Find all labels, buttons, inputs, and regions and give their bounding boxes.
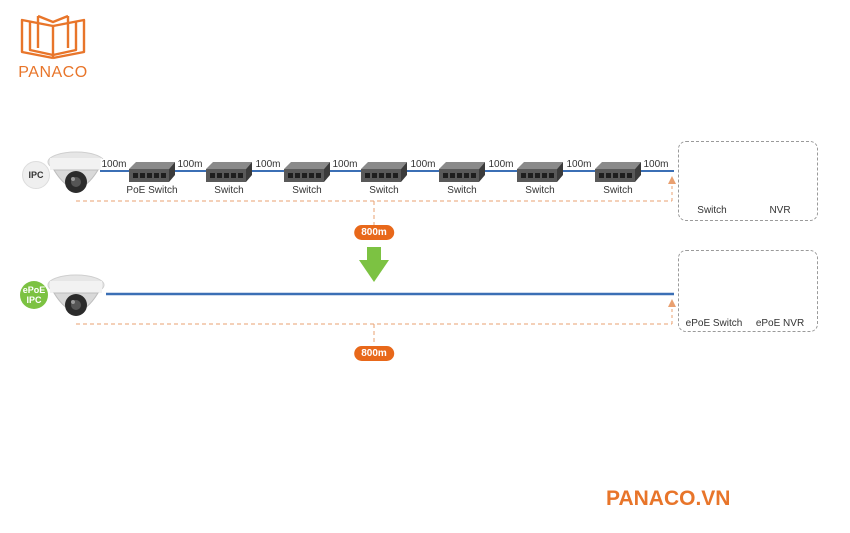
bottom-total-distance-badge: 800m [354, 346, 394, 361]
segment-distance-label: 100m [565, 159, 593, 170]
top-dest-nvr-label: NVR [769, 205, 791, 216]
switch-icon [361, 162, 407, 182]
switch-icon [129, 162, 175, 182]
device-label: Switch [292, 185, 322, 196]
bottom-dashed-arrowhead [668, 299, 676, 307]
device-label: Switch [525, 185, 555, 196]
device-label: Switch [369, 185, 399, 196]
bottom-dest-epoe-nvr-label: ePoE NVR [755, 318, 805, 329]
switch-icon [517, 162, 563, 182]
top-dest-switch-label: Switch [697, 205, 727, 216]
top-total-distance-badge: 800m [354, 225, 394, 240]
green-down-arrow [359, 247, 389, 282]
segment-distance-label: 100m [100, 159, 128, 170]
switch-icon [206, 162, 252, 182]
dome-camera-icon [47, 151, 105, 193]
footer-brand-text: PANACO.VN [606, 487, 731, 510]
epoe-ipc-badge: ePoE IPC [20, 281, 48, 309]
switch-icon [284, 162, 330, 182]
segment-distance-label: 100m [254, 159, 282, 170]
switch-icon [595, 162, 641, 182]
ipc-badge: IPC [22, 161, 50, 189]
top-destination-box [678, 141, 818, 221]
switch-icon [439, 162, 485, 182]
segment-distance-label: 100m [176, 159, 204, 170]
logo-text: PANACO [18, 64, 88, 81]
dome-camera-icon [47, 274, 105, 316]
top-dashed-arrowhead [668, 176, 676, 184]
device-label: Switch [447, 185, 477, 196]
brand-logo [18, 12, 88, 62]
device-label: Switch [214, 185, 244, 196]
segment-distance-label: 100m [331, 159, 359, 170]
device-label: Switch [603, 185, 633, 196]
segment-distance-label: 100m [487, 159, 515, 170]
open-book-logo-icon [20, 14, 86, 60]
bottom-dest-epoe-switch-label: ePoE Switch [685, 318, 743, 329]
device-label: PoE Switch [126, 185, 178, 196]
bottom-destination-box [678, 250, 818, 332]
segment-distance-label: 100m [409, 159, 437, 170]
segment-distance-label: 100m [642, 159, 670, 170]
